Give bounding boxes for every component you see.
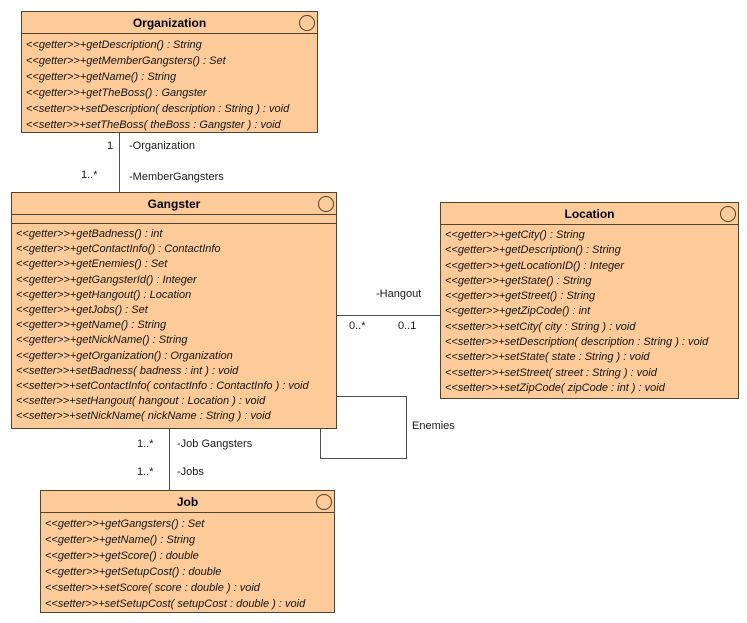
hangout-gangster-multiplicity: 0..* bbox=[349, 320, 366, 332]
method-item: <<getter>>+getGangsterId() : Integer bbox=[16, 273, 197, 286]
jobs-end-multiplicity: 1..* bbox=[137, 466, 154, 478]
association-organization-gangster-line[interactable] bbox=[119, 133, 120, 192]
class-organization-methods: <<getter>>+getDescription() : String <<ge… bbox=[22, 34, 317, 132]
class-organization-title-bar: Organization bbox=[22, 12, 317, 34]
enemies-label: Enemies bbox=[412, 420, 455, 432]
method-item: <<setter>>+setCity( city : String ) : vo… bbox=[445, 320, 636, 333]
association-enemies-loop-bottom[interactable] bbox=[320, 458, 407, 459]
class-location-name: Location bbox=[564, 206, 615, 221]
method-item: <<setter>>+setSetupCost( setupCost : dou… bbox=[45, 598, 306, 610]
method-item: <<getter>>+getBadness() : int bbox=[16, 228, 163, 240]
method-item: <<getter>>+getGangsters() : Set bbox=[45, 518, 205, 530]
membergangsters-end-role: -MemberGangsters bbox=[129, 171, 224, 183]
method-item: <<setter>>+setHangout( hangout : Locatio… bbox=[16, 395, 266, 408]
classifier-circle-icon bbox=[720, 206, 736, 222]
method-item: <<setter>>+setNickName( nickName : Strin… bbox=[16, 410, 271, 423]
class-job-name: Job bbox=[176, 494, 199, 509]
association-gangster-job-line[interactable] bbox=[169, 429, 170, 490]
method-item: <<getter>>+getLocationID() : Integer bbox=[445, 259, 624, 272]
jobgangsters-end-multiplicity: 1..* bbox=[137, 438, 154, 450]
class-gangster[interactable]: Gangster <<getter>>+getBadness() : int<<… bbox=[11, 192, 337, 429]
jobgangsters-end-role: -Job Gangsters bbox=[177, 438, 253, 450]
method-item: <<getter>>+getSetupCost() : double bbox=[45, 566, 222, 578]
jobs-end-role: -Jobs bbox=[177, 466, 204, 478]
method-item: <<getter>>+getZipCode() : int bbox=[445, 305, 591, 318]
method-item: <<setter>>+setScore( score : double ) : … bbox=[45, 582, 260, 594]
method-item: <<getter>>+getDescription() : String bbox=[26, 39, 202, 51]
class-organization[interactable]: Organization <<getter>>+getDescription()… bbox=[21, 11, 318, 133]
organization-end-role: -Organization bbox=[129, 140, 196, 152]
hangout-location-multiplicity: 0..1 bbox=[398, 320, 417, 332]
class-job-methods: <<getter>>+getGangsters() : Set <<getter>… bbox=[41, 513, 334, 612]
method-item: <<getter>>+getName() : String bbox=[16, 319, 167, 332]
method-item: <<getter>>+getScore() : double bbox=[45, 550, 199, 562]
method-item: <<getter>>+getCity() : String bbox=[445, 229, 585, 241]
class-location-title-bar: Location bbox=[441, 203, 738, 225]
method-item: <<getter>>+getName() : String bbox=[45, 534, 196, 546]
membergangsters-end-multiplicity: 1..* bbox=[81, 169, 98, 181]
class-job-title-bar: Job bbox=[41, 491, 334, 513]
method-item: <<getter>>+getName() : String bbox=[26, 71, 177, 83]
class-gangster-title-bar: Gangster bbox=[12, 193, 336, 215]
class-gangster-methods: <<getter>>+getBadness() : int <<getter>>+… bbox=[12, 224, 336, 428]
association-enemies-loop-left[interactable] bbox=[320, 429, 321, 458]
organization-end-multiplicity: 1 bbox=[107, 140, 114, 152]
class-location-methods: <<getter>>+getCity() : String <<getter>>+… bbox=[441, 225, 738, 398]
method-item: <<getter>>+getNickName() : String bbox=[16, 334, 188, 347]
method-item: <<getter>>+getContactInfo() : ContactInf… bbox=[16, 243, 221, 256]
association-gangster-location-line[interactable] bbox=[337, 315, 440, 316]
method-item: <<setter>>+setStreet( street : String ) … bbox=[445, 366, 657, 379]
method-item: <<getter>>+getMemberGangsters() : Set bbox=[26, 55, 226, 67]
method-item: <<getter>>+getDescription() : String bbox=[445, 244, 621, 257]
classifier-circle-icon bbox=[318, 196, 334, 212]
method-item: <<getter>>+getJobs() : Set bbox=[16, 304, 148, 317]
hangout-role: -Hangout bbox=[376, 288, 422, 300]
class-location[interactable]: Location <<getter>>+getCity() : String<<… bbox=[440, 202, 739, 399]
association-enemies-loop-right[interactable] bbox=[406, 396, 407, 459]
method-item: <<setter>>+setContactInfo( contactInfo :… bbox=[16, 380, 309, 393]
class-gangster-name: Gangster bbox=[147, 196, 201, 211]
classifier-circle-icon bbox=[299, 15, 315, 31]
class-organization-name: Organization bbox=[132, 15, 207, 30]
classifier-circle-icon bbox=[316, 494, 332, 510]
class-gangster-attributes-empty bbox=[12, 215, 336, 224]
method-item: <<getter>>+getState() : String bbox=[445, 274, 592, 287]
method-item: <<setter>>+setDescription( description :… bbox=[26, 103, 290, 115]
association-enemies-loop-top[interactable] bbox=[337, 396, 406, 397]
method-item: <<setter>>+setDescription( description :… bbox=[445, 336, 709, 349]
method-item: <<getter>>+getTheBoss() : Gangster bbox=[26, 87, 207, 99]
method-item: <<setter>>+setTheBoss( theBoss : Gangste… bbox=[26, 119, 281, 131]
method-item: <<getter>>+getEnemies() : Set bbox=[16, 258, 168, 271]
class-job[interactable]: Job <<getter>>+getGangsters() : Set<<get… bbox=[40, 490, 335, 613]
method-item: <<setter>>+setZipCode( zipCode : int ) :… bbox=[445, 381, 665, 394]
method-item: <<setter>>+setBadness( badness : int ) :… bbox=[16, 364, 239, 377]
method-item: <<getter>>+getStreet() : String bbox=[445, 290, 596, 303]
method-item: <<getter>>+getOrganization() : Organizat… bbox=[16, 349, 233, 362]
method-item: <<getter>>+getHangout() : Location bbox=[16, 288, 192, 301]
method-item: <<setter>>+setState( state : String ) : … bbox=[445, 351, 650, 364]
